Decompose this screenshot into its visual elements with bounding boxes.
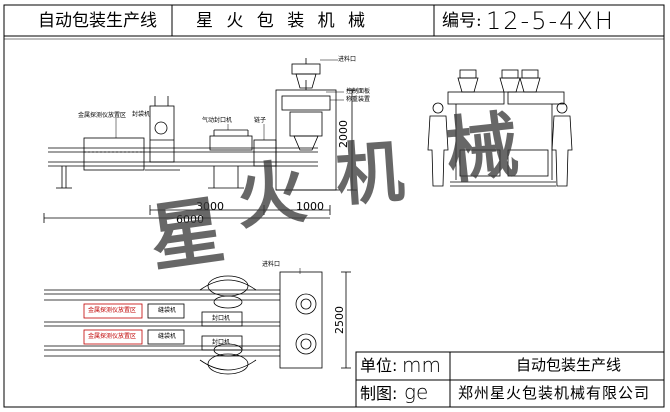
- label-metal-detect-2: 金属探测仪放置区: [88, 333, 137, 340]
- label-metal-detect-1: 金属探测仪放置区: [88, 307, 137, 314]
- header-code-value: 12-5-4XH: [486, 7, 615, 35]
- dim-width: 2500: [333, 306, 346, 334]
- title-unit-label: 单位:: [360, 356, 398, 375]
- dim-total: 6000: [176, 213, 204, 226]
- watermark-char-3: 机: [333, 131, 407, 217]
- label-bagger-1: 缝袋机: [158, 307, 177, 314]
- watermark-char-2: 火: [231, 149, 311, 240]
- watermark-char-4: 械: [441, 101, 523, 194]
- label-pneumatic-sealer: 气动封口机: [202, 117, 233, 124]
- label-sealer-1: 封口机: [212, 315, 231, 322]
- watermark-char-1: 星: [144, 187, 230, 283]
- side-view: [43, 58, 357, 223]
- top-view: [44, 268, 351, 375]
- label-control-panel: 控制面板: [346, 88, 371, 95]
- label-weighing-device: 称重装置: [346, 96, 371, 103]
- title-unit-value: mm: [402, 353, 441, 377]
- label-metal-detect: 金属探测仪放置区: [78, 112, 127, 119]
- label-inlet: 进料口: [338, 56, 357, 63]
- title-block-company: 郑州星火包装机械有限公司: [458, 384, 651, 402]
- dim-a: 3000: [196, 200, 224, 213]
- title-block-title: 自动包装生产线: [516, 356, 622, 374]
- label-bagging-machine: 封袋机: [132, 111, 151, 118]
- header-line-name: 自动包装生产线: [38, 11, 157, 31]
- front-view: [427, 69, 573, 187]
- label-sealer-2: 封口机: [212, 339, 231, 346]
- title-drawn-label: 制图:: [360, 384, 398, 403]
- header-code-label: 编号:: [442, 11, 482, 31]
- header-company: 星 火 包 装 机 械: [196, 11, 370, 31]
- label-top-inlet: 进料口: [262, 261, 281, 268]
- label-bagger-2: 缝袋机: [158, 333, 177, 340]
- label-conveyor: 链子: [254, 117, 267, 124]
- title-drawn-value: ge: [404, 380, 429, 404]
- dim-b: 1000: [296, 200, 324, 213]
